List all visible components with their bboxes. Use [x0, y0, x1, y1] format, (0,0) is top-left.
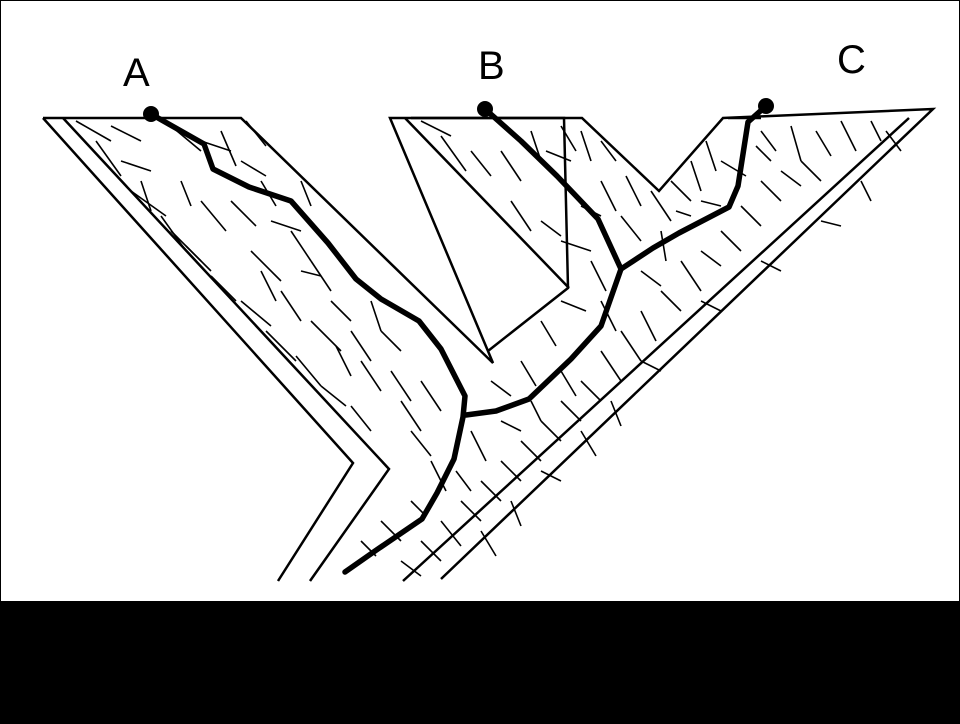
gene-lineage-segment — [541, 421, 561, 441]
gene-lineage-segment — [331, 301, 351, 321]
gene-lineage-segment — [641, 311, 656, 341]
gene-lineage-segment — [266, 331, 296, 361]
gene-lineage-segment — [171, 231, 201, 261]
gene-lineage-segment — [671, 181, 691, 201]
gene-lineage-segment — [761, 181, 781, 201]
dot-a — [143, 106, 159, 122]
gene-lineage-segment — [351, 406, 371, 431]
gene-lineage-segment — [211, 276, 236, 301]
taxon-label-a: A — [123, 51, 150, 95]
gene-lineage-segment — [401, 401, 421, 431]
gene-lineage-segment — [421, 381, 441, 411]
gene-lineage-segment — [531, 401, 541, 421]
gene-lineage-segment — [756, 146, 771, 161]
phylogeny-diagram: A B C — [1, 1, 960, 601]
bottom-black-bar — [1, 601, 960, 724]
gene-lineage-segment — [561, 301, 586, 311]
gene-lineage-segment — [541, 321, 556, 346]
gene-lineage-segment — [391, 371, 411, 401]
gene-lineage-segment — [791, 126, 801, 161]
gene-lineage-segment — [381, 331, 401, 351]
gene-lineage-segment — [651, 191, 671, 221]
gene-lineage-segment — [241, 161, 266, 176]
gene-lineage-segment — [421, 121, 451, 136]
gene-lineage-segment — [841, 121, 856, 151]
gene-lineage-segment — [291, 231, 311, 261]
gene-lineage-segment — [521, 361, 536, 386]
gene-lineage-segment — [371, 301, 381, 331]
gene-lineage-segment — [601, 181, 616, 211]
gene-lineage-segment — [361, 361, 381, 391]
gene-lineage-segment — [121, 161, 151, 171]
taxon-label-b: B — [478, 44, 505, 88]
gene-lineage-segment — [706, 141, 716, 171]
gene-lineage-segment — [411, 431, 431, 456]
gene-lineage-segment — [261, 271, 276, 301]
gene-lineage-segment — [641, 271, 661, 286]
gene-lineage-segment — [546, 151, 571, 161]
gene-lineage-segment — [471, 431, 486, 461]
gene-lineage-segment — [676, 211, 691, 216]
dot-c — [758, 98, 774, 114]
gene-lineage-segment — [781, 171, 801, 186]
gene-lineage-segment — [521, 441, 541, 461]
gene-lineage-segment — [501, 421, 521, 431]
gene-lineage-segment — [511, 201, 531, 231]
gene-lineage-segment — [351, 331, 371, 361]
gene-lineage-segment — [441, 136, 466, 171]
gene-lineage-segment — [501, 461, 521, 481]
gene-lineage-segment — [111, 126, 141, 141]
gene-lineage-segment — [231, 201, 256, 226]
gene-lineage-segment — [581, 131, 591, 161]
gene-lineage-segment — [181, 181, 191, 206]
gene-lineage-segment — [251, 251, 281, 281]
species-tree-outline — [43, 109, 933, 581]
gene-lineage-segment — [821, 221, 841, 226]
gene-lineage-segment — [626, 176, 641, 206]
gene-lineage-segment — [471, 151, 491, 176]
gene-lineage-segment — [701, 201, 721, 206]
gene-lineage-segment — [271, 221, 301, 231]
gene-lineage-segment — [591, 261, 606, 291]
gene-lineage-segment — [336, 346, 351, 376]
gene-lineage-segment — [861, 181, 871, 201]
gene-lineage-segment — [541, 221, 561, 236]
gene-lineage-segment — [801, 161, 821, 181]
gene-lineage-segment — [661, 291, 681, 311]
gene-lineage-segment — [246, 121, 266, 146]
gene-lineage-segment — [501, 151, 521, 181]
gene-lineage-segment — [561, 241, 591, 251]
gene-lineage-segment — [761, 131, 776, 151]
gene-lineage-segment — [581, 381, 601, 401]
gene-lineage-segment — [561, 401, 581, 421]
gene-lineage-segment — [561, 371, 576, 396]
gene-lineage-segment — [691, 161, 701, 191]
gene-lineage-segment — [621, 331, 641, 361]
gene-lineage-segment — [871, 121, 881, 141]
gene-lineage-segment — [681, 261, 701, 291]
gene-lineage-segment — [816, 131, 831, 156]
gene-lineage-segment — [641, 361, 661, 371]
dot-b — [477, 101, 493, 117]
gene-lineage-segment — [621, 216, 641, 241]
gene-lineage-segment — [481, 481, 501, 501]
gene-lineage-segment — [701, 251, 721, 266]
gene-lineage-segment — [721, 231, 741, 251]
gene-lineages — [76, 121, 901, 576]
gene-lineage-segment — [456, 471, 471, 491]
gene-lineage-segment — [321, 386, 346, 406]
gene-lineage-segment — [201, 201, 226, 231]
gene-lineage-segment — [741, 206, 761, 226]
gene-lineage-segment — [281, 291, 301, 321]
gene-lineage-segment — [491, 381, 511, 396]
gene-lineage-segment — [601, 351, 621, 381]
gene-lineage-segment — [421, 541, 441, 561]
taxon-label-c: C — [837, 38, 866, 82]
